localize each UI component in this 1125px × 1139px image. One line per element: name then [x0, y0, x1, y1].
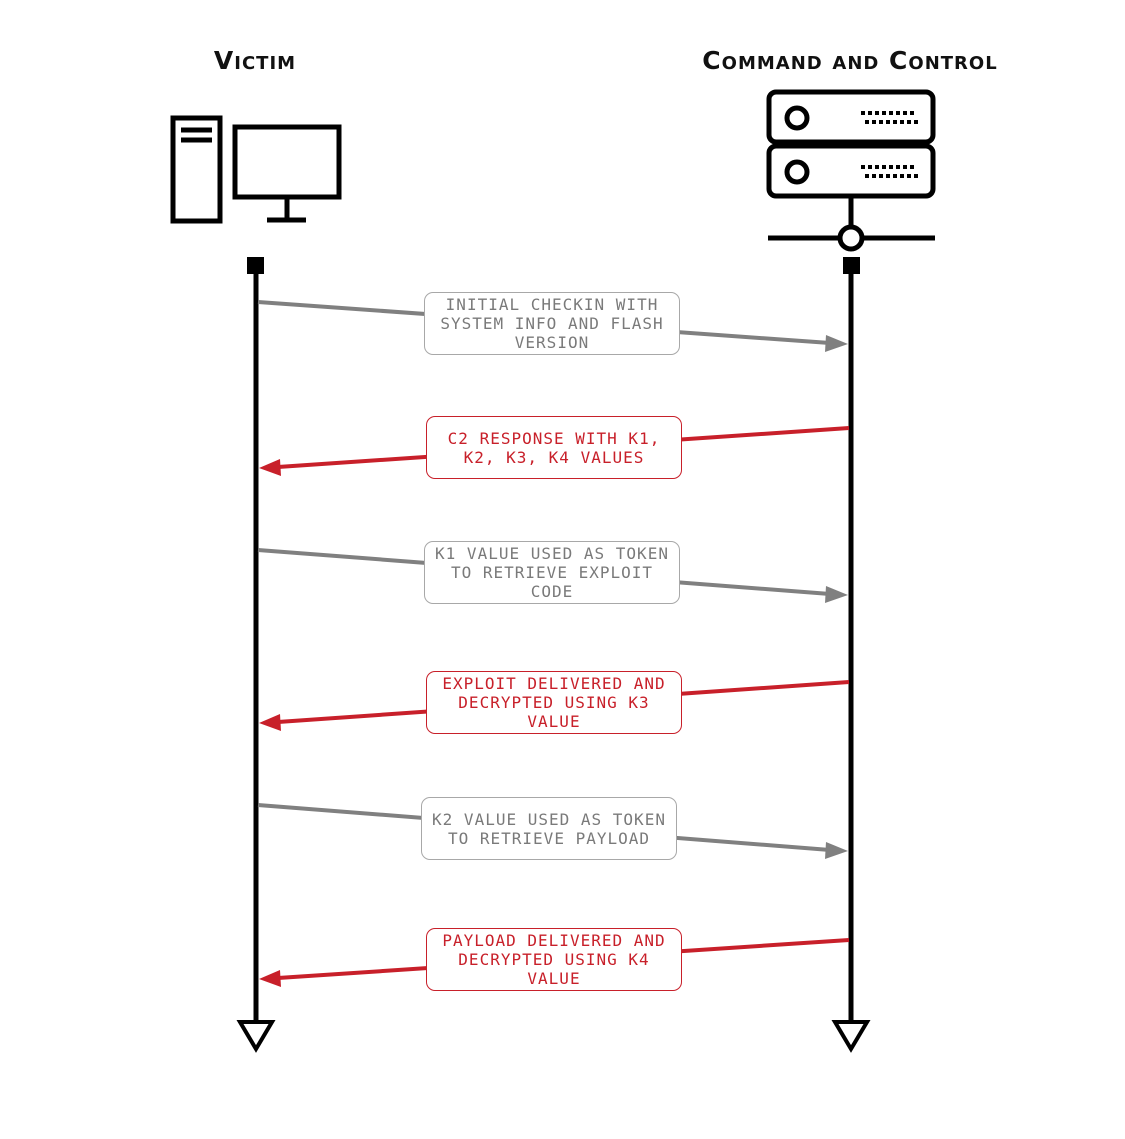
message-label-1: INITIAL CHECKIN WITH SYSTEM INFO AND FLA…: [424, 292, 680, 355]
victim-lifeline: [236, 257, 276, 1053]
victim-title: Victim: [213, 46, 297, 75]
c2-lifeline: [831, 257, 871, 1053]
message-label-3: K1 VALUE USED AS TOKEN TO RETRIEVE EXPLO…: [424, 541, 680, 604]
message-label-5: K2 VALUE USED AS TOKEN TO RETRIEVE PAYLO…: [421, 797, 677, 860]
desktop-computer-icon: [170, 115, 342, 224]
c2-title: Command and Control: [702, 46, 998, 75]
server-icon: [766, 89, 936, 252]
message-label-2: C2 RESPONSE WITH K1, K2, K3, K4 VALUES: [426, 416, 682, 479]
message-label-6: PAYLOAD DELIVERED AND DECRYPTED USING K4…: [426, 928, 682, 991]
message-label-4: EXPLOIT DELIVERED AND DECRYPTED USING K3…: [426, 671, 682, 734]
